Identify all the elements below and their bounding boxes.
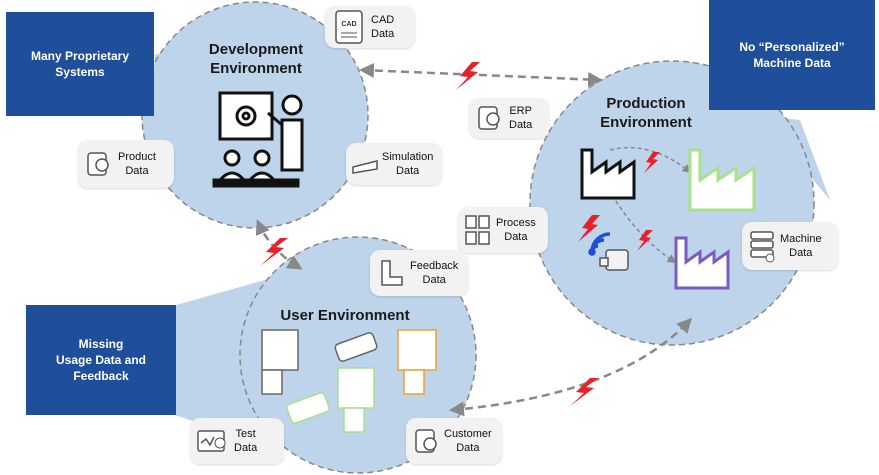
product-device-icon [599,249,629,271]
test-data-chip: Test Data [190,418,284,464]
feedback-data-label: Feedback Data [410,260,459,286]
process-data-chip: Process Data [458,207,548,253]
customer-icon [415,429,437,453]
cad-data-label: CAD Data [371,14,395,40]
production-title: Production Environment [600,95,692,131]
customer-data-label: Customer Data [444,428,492,454]
simulation-data-label: Simulation Data [382,151,434,177]
user-prod-arrow [449,317,693,417]
test-icon [197,430,226,452]
factory-purple-icon [674,236,730,290]
process-icon [465,215,490,245]
process-data-label: Process Data [496,217,536,243]
erp-data-chip: ERP Data [469,98,549,138]
callout-missing-text: Missing Usage Data and Feedback [55,337,147,383]
callout-missing: Missing Usage Data and Feedback [26,305,176,415]
user-devices [261,329,437,433]
dev-prod-arrow [359,63,603,87]
feedback-data-chip: Feedback Data [370,250,468,296]
test-data-label: Test Data [234,428,258,454]
lightning-icon [260,62,660,406]
callout-personalized-text: No “Personalized” Machine Data [739,40,845,70]
presenter-icon [212,91,304,188]
product-data-chip: Product Data [78,140,174,188]
erp-data-label: ERP Data [509,105,533,131]
machine-server-icon [750,231,775,263]
callout-proprietary: Many Proprietary Systems [6,12,154,116]
development-title: Development Environment [208,41,304,77]
factory-link-purple [611,194,677,263]
callout-proprietary-text: Many Proprietary Systems [30,49,130,79]
machine-data-chip: Machine Data [742,222,838,270]
callout-personalized: No “Personalized” Machine Data [709,0,875,110]
cad-icon-text: CAD [341,21,356,28]
factory-icon [580,148,636,200]
simulation-icon [352,160,378,174]
factory-link-green [609,146,692,174]
erp-icon [478,106,500,130]
simulation-data-chip: Simulation Data [346,143,442,185]
wireless-icon [588,232,611,256]
machine-data-label: Machine Data [780,233,822,259]
user-title: User Environment [280,307,410,324]
cad-file-icon: CAD [335,10,363,44]
feedback-icon [381,260,403,286]
factory-green-icon [688,148,756,212]
product-icon [87,152,109,176]
product-data-label: Product Data [118,151,156,177]
customer-data-chip: Customer Data [406,418,502,464]
cad-data-chip: CAD CAD Data [325,6,415,48]
